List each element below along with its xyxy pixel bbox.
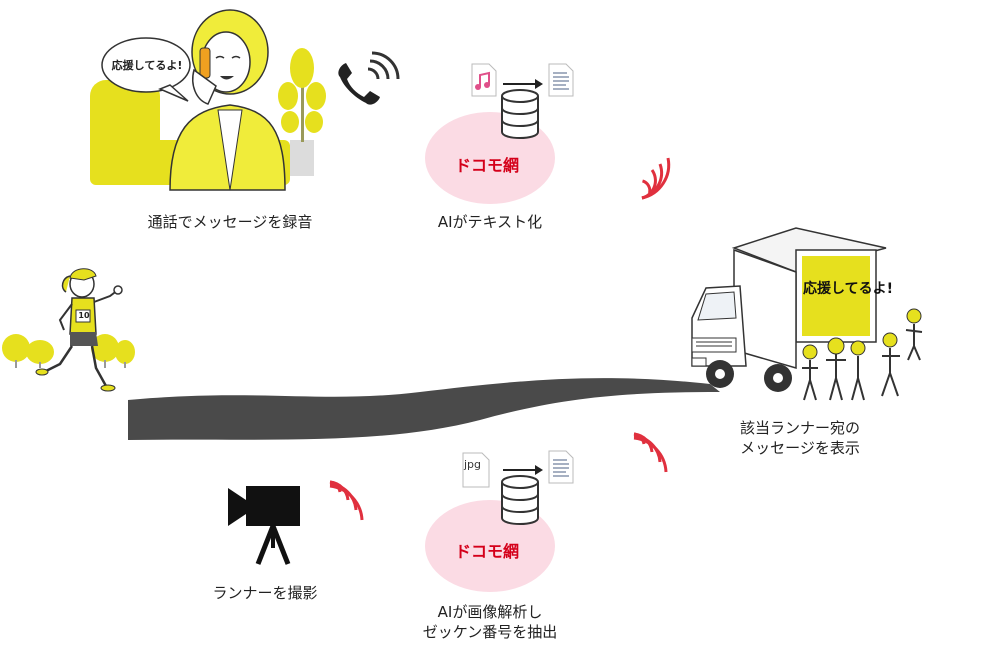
display-truck — [691, 227, 923, 401]
audio-file-icon — [471, 63, 497, 97]
truck-screen-message: 応援してるよ! — [803, 281, 893, 297]
database-icon — [501, 89, 539, 139]
capture-step-label: ランナーを撮影 — [212, 584, 318, 602]
docomo-network-label-top: ドコモ網 — [455, 156, 520, 175]
docomo-network-label-bottom: ドコモ網 — [455, 542, 520, 561]
database-icon — [501, 475, 539, 525]
speech-bubble — [101, 37, 191, 102]
video-camera-icon — [228, 486, 300, 565]
arrow-icon — [503, 79, 543, 89]
text-file-icon — [548, 450, 574, 484]
signal-wave-icon — [633, 432, 668, 473]
phone-icon — [338, 51, 400, 105]
plant-icon — [278, 48, 326, 176]
arrow-icon — [503, 465, 543, 475]
road-shape — [128, 378, 720, 440]
signal-wave-icon — [641, 157, 671, 200]
display-step-label-line1: 該当ランナー宛の — [739, 419, 860, 437]
runner-illustration — [2, 268, 135, 392]
text-ai-step-label: AIがテキスト化 — [437, 213, 543, 231]
caller-svg — [90, 9, 326, 191]
caller-illustration — [90, 0, 340, 195]
image-ai-step-label-line2: ゼッケン番号を抽出 — [422, 623, 558, 641]
runner-bib-number: 10 — [78, 311, 90, 320]
display-step-label-line2: メッセージを表示 — [740, 439, 860, 457]
image-file-icon — [462, 452, 490, 488]
image-file-type: jpg — [464, 458, 482, 471]
text-file-icon — [548, 63, 574, 97]
image-ai-step-label-line1: AIが画像解析し — [437, 603, 543, 621]
signal-wave-icon — [329, 480, 364, 521]
record-step-label: 通話でメッセージを録音 — [147, 213, 313, 231]
speech-bubble-text: 応援してるよ! — [111, 59, 183, 72]
